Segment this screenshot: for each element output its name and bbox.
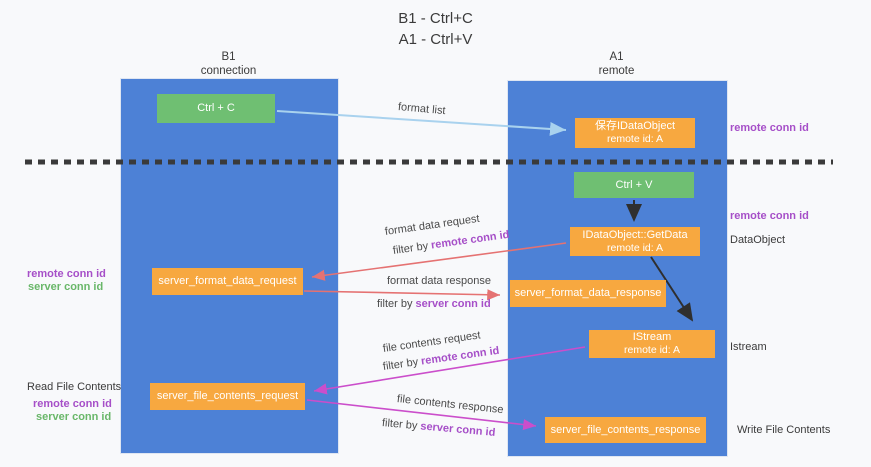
right-remote-conn-id-mid: remote conn id: [730, 210, 809, 222]
left-server-conn-id-1: server conn id: [28, 281, 104, 293]
server-conn-id-key: server conn id: [419, 420, 496, 439]
istream-annotation: Istream: [730, 341, 767, 353]
right-remote-conn-id-top: remote conn id: [730, 122, 809, 134]
format-list-label: format list: [397, 101, 447, 118]
node-server-format-data-request: server_format_data_request: [152, 268, 303, 295]
filter-by-text: filter by: [382, 355, 422, 373]
node-server-file-contents-response-label: server_file_contents_response: [550, 423, 701, 436]
node-server-format-data-request-label: server_format_data_request: [158, 275, 297, 287]
right-lane-subtitle: remote: [598, 65, 635, 77]
node-server-file-contents-request: server_file_contents_request: [150, 383, 305, 410]
filter-by-text: filter by: [377, 298, 416, 310]
left-lane-header: B1 connection: [120, 50, 337, 78]
left-lane-title: B1: [221, 51, 236, 63]
left-remote-conn-id-1: remote conn id: [27, 268, 106, 280]
remote-conn-id-key: remote conn id: [430, 228, 511, 252]
title-line-1: B1 - Ctrl+C: [398, 10, 473, 27]
remote-conn-id-key: remote conn id: [420, 344, 501, 368]
left-server-conn-id-2: server conn id: [36, 411, 112, 423]
title-line-2: A1 - Ctrl+V: [398, 31, 473, 48]
node-getdata: IDataObject::GetData remote id: A: [570, 227, 700, 256]
left-lane-subtitle: connection: [200, 65, 257, 77]
node-istream-line1: IStream: [632, 331, 672, 343]
node-getdata-line1: IDataObject::GetData: [582, 228, 688, 241]
node-getdata-line2: remote id: A: [606, 241, 664, 254]
node-server-file-contents-response: server_file_contents_response: [545, 417, 706, 443]
node-ctrl-c: Ctrl + C: [157, 94, 275, 123]
node-server-file-contents-request-label: server_file_contents_request: [156, 390, 299, 402]
node-save-dataobject: 保存IDataObject remote id: A: [575, 118, 695, 148]
filter-by-text: filter by: [381, 417, 421, 433]
node-ctrl-v: Ctrl + V: [574, 172, 694, 198]
right-lane-header: A1 remote: [507, 50, 726, 78]
node-istream: IStream remote id: A: [589, 330, 715, 358]
format-data-response-label: format data response: [387, 275, 491, 287]
left-remote-conn-id-2: remote conn id: [33, 398, 112, 410]
format-data-response-filter-label: filter by server conn id: [377, 298, 491, 310]
node-save-dataobject-line1: 保存IDataObject: [594, 120, 676, 132]
filter-by-text: filter by: [392, 239, 432, 257]
write-file-contents-annotation: Write File Contents: [737, 424, 831, 436]
right-lane-title: A1: [609, 51, 624, 63]
server-conn-id-key: server conn id: [415, 298, 491, 310]
file-contents-response-label: file contents response: [396, 393, 505, 417]
file-contents-response-filter-label: filter by server conn id: [381, 417, 495, 439]
dataobject-annotation: DataObject: [730, 234, 786, 246]
node-server-format-data-response: server_format_data_response: [510, 280, 666, 307]
node-ctrl-c-label: Ctrl + C: [197, 102, 235, 114]
node-server-format-data-response-label: server_format_data_response: [514, 287, 662, 299]
node-save-dataobject-line2: remote id: A: [606, 133, 664, 145]
read-file-contents-annotation: Read File Contents: [27, 381, 122, 393]
node-ctrl-v-label: Ctrl + V: [615, 178, 653, 191]
diagram-title: B1 - Ctrl+C A1 - Ctrl+V: [0, 8, 871, 50]
node-istream-line2: remote id: A: [623, 344, 681, 356]
